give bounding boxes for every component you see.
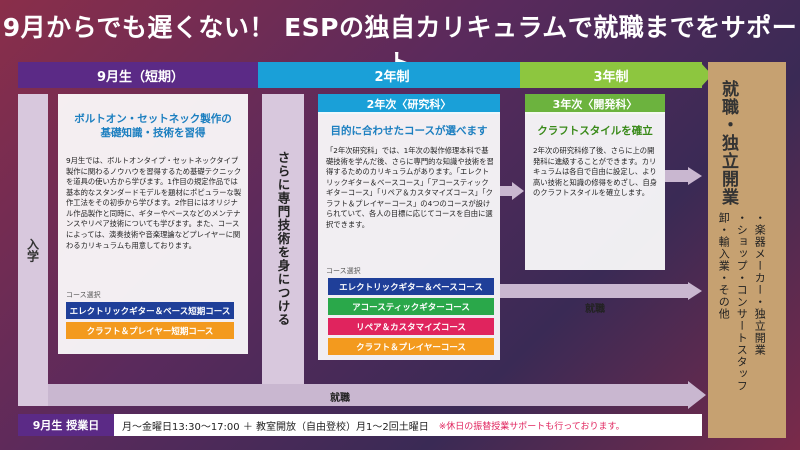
job-arrow-top-head (688, 167, 702, 185)
entrance-label: 入学 (25, 238, 40, 262)
class-days-schedule: 月〜金曜日13:30〜17:00 ＋ 教室開放（自由登校）月1〜2回土曜日 (122, 421, 429, 433)
stage-2year: 2年制 (258, 62, 526, 88)
course-repair[interactable]: リペア＆カスタマイズコース (328, 318, 494, 335)
panel-3year-body: 2年次の研究科修了後、さらに上の開発科に進級することができます。カリキュラムは各… (533, 146, 658, 198)
job-arrow-bottom-head (688, 381, 706, 409)
class-days-bar: 月〜金曜日13:30〜17:00 ＋ 教室開放（自由登校）月1〜2回土曜日 ※休… (114, 414, 702, 436)
panel-2year-subtitle: 目的に合わせたコースが選べます (330, 125, 488, 137)
course-electric-short[interactable]: エレクトリックギター＆ベース短期コース (66, 302, 234, 319)
employment-list-col1: ・楽器メーカー・独立開業 (753, 212, 767, 356)
employment-list-col2: ・ショップ・コンサートスタッフ (735, 212, 749, 392)
course-craft-short[interactable]: クラフト＆プレイヤー短期コース (66, 322, 234, 339)
job-arrow-bottom-label: 就職 (330, 393, 350, 404)
job-arrow-bottom (48, 384, 688, 406)
job-arrow-middle (500, 284, 688, 298)
course-craft-player[interactable]: クラフト＆プレイヤーコース (328, 338, 494, 355)
stage-9month: 9月生（短期） (18, 62, 263, 88)
panel-9month-body: 9月生では、ボルトオンタイプ・セットネックタイプ製作に関わるノウハウを習得するた… (66, 156, 242, 250)
advance-column: さらに専門技術を身につける (262, 94, 304, 384)
employment-list-col3: 卸・輸入業・その他 (717, 212, 731, 320)
panel-2year-course-label: コース選択 (326, 267, 361, 275)
class-days-note: ※休日の振替授業サポートも行っております。 (438, 421, 625, 432)
panel-2year-body: 「2年次研究科」では、1年次の製作修理本科で基礎技術を学んだ後、さらに専門的な知… (326, 146, 494, 230)
employment-box (708, 62, 786, 438)
advance-label: さらに専門技術を身につける (275, 151, 291, 327)
course-acoustic[interactable]: アコースティックギターコース (328, 298, 494, 315)
page-title: 9月からでも遅くない！ ESPの独自カリキュラムで就職までをサポート (2, 13, 798, 78)
panel-2year-header: 2年次〈研究科〉 (318, 94, 500, 114)
job-arrow-middle-head (688, 282, 702, 300)
class-days-label: 9月生 授業日 (18, 414, 114, 436)
job-arrow-middle-label: 就職 (585, 304, 605, 315)
panel-9month-subtitle-line1: ボルトオン・セットネック製作の (74, 113, 232, 125)
job-arrow-top (665, 170, 688, 182)
panel-9month: ボルトオン・セットネック製作の 基礎知識・技術を習得 9月生では、ボルトオンタイ… (58, 94, 248, 354)
panel-3year: クラフトスタイルを確立 2年次の研究科修了後、さらに上の開発科に進級することがで… (525, 112, 665, 270)
course-electric[interactable]: エレクトリックギター＆ベースコース (328, 278, 494, 295)
advance-arrow (500, 186, 512, 196)
panel-3year-subtitle: クラフトスタイルを確立 (537, 125, 653, 137)
entrance-column: 入学 (18, 94, 48, 406)
employment-title: 就職・独立開業 (718, 80, 738, 206)
panel-3year-header: 3年次〈開発科〉 (525, 94, 665, 114)
advance-arrow-head (512, 182, 524, 200)
panel-9month-course-label: コース選択 (66, 291, 101, 299)
stage-3year: 3年制 (520, 62, 702, 88)
panel-9month-subtitle-line2: 基礎知識・技術を習得 (100, 127, 206, 140)
panel-2year: 目的に合わせたコースが選べます 「2年次研究科」では、1年次の製作修理本科で基礎… (318, 112, 500, 360)
